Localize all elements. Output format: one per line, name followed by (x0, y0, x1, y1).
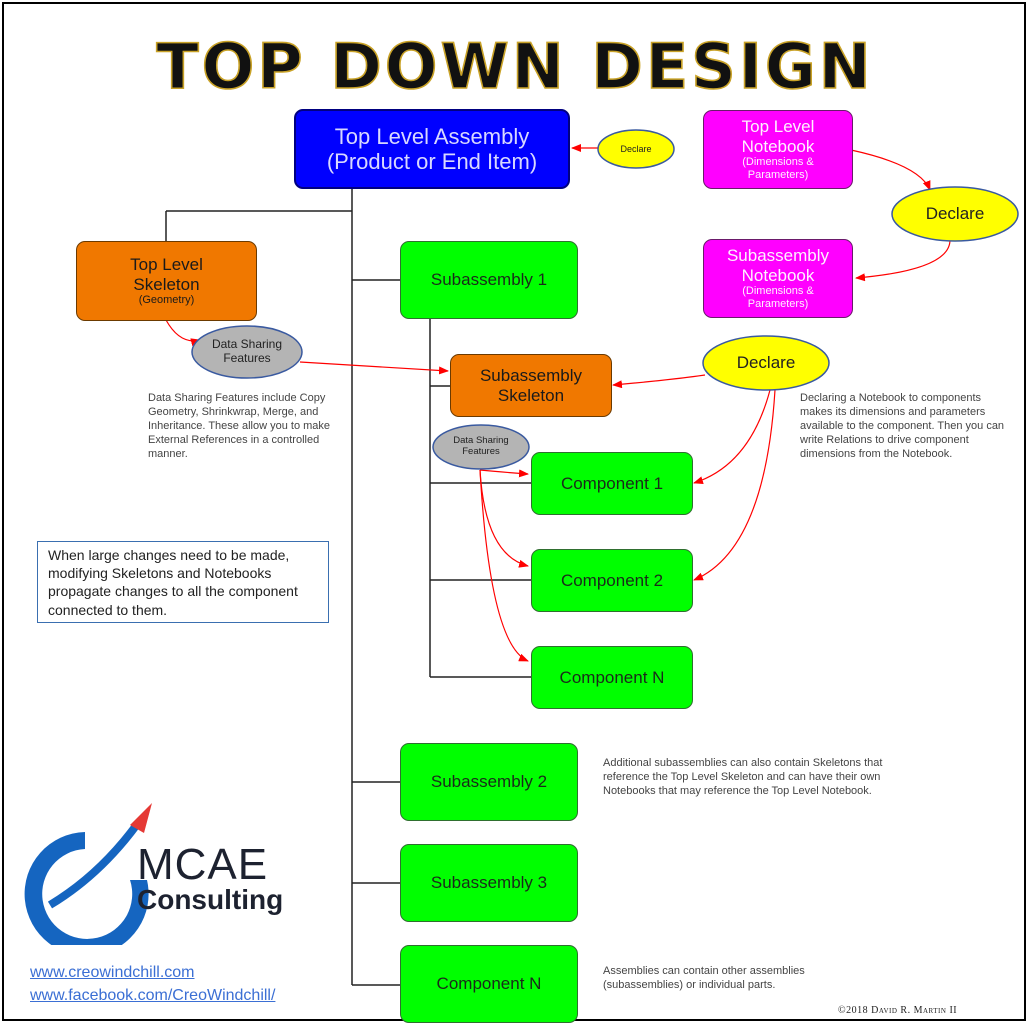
declaring-note: Declaring a Notebook to components makes… (800, 392, 1005, 460)
component-1-label: Component 1 (560, 473, 664, 493)
top-level-assembly-line2: (Product or End Item) (326, 149, 538, 174)
declare-middle-label: Declare (736, 353, 796, 373)
subassembly-3-box: Subassembly 3 (400, 844, 578, 922)
subassembly-2-label: Subassembly 2 (430, 772, 548, 792)
data-sharing-note: Data Sharing Features include Copy Geome… (148, 392, 331, 460)
subassembly-notebook-line2: Notebook (741, 265, 815, 285)
top-level-notebook-line1: Top Level (741, 117, 815, 137)
component-1-box: Component 1 (531, 452, 693, 515)
facebook-link[interactable]: www.facebook.com/CreoWindchill/ (30, 987, 276, 1004)
component-2-label: Component 2 (560, 570, 664, 590)
top-level-notebook-line2: Notebook (741, 136, 815, 156)
top-level-assembly-line1: Top Level Assembly (334, 123, 530, 149)
top-level-skeleton-line2: Skeleton (133, 274, 200, 294)
top-level-notebook-box: Top Level Notebook (Dimensions & Paramet… (703, 110, 853, 189)
declare-small-label: Declare (620, 143, 652, 154)
component-2-box: Component 2 (531, 549, 693, 612)
subassembly-1-box: Subassembly 1 (400, 241, 578, 319)
component-n-outer-box: Component N (400, 945, 578, 1023)
subassembly-notebook-line1: Subassembly (726, 246, 830, 266)
top-level-notebook-sub: (Dimensions & Parameters) (742, 156, 814, 182)
subassembly-2-box: Subassembly 2 (400, 743, 578, 821)
subassembly-skeleton-line2: Skeleton (497, 385, 565, 405)
top-level-skeleton-sub: (Geometry) (138, 294, 195, 307)
website-link[interactable]: www.creowindchill.com (30, 964, 195, 981)
logo-mcae-text: MCAE (137, 840, 269, 889)
component-n-inner-box: Component N (531, 646, 693, 709)
subassembly-notebook-sub: (Dimensions & Parameters) (742, 285, 814, 311)
subassembly-3-label: Subassembly 3 (430, 873, 548, 893)
data-sharing-2-label: Data Sharing Features (453, 435, 509, 457)
top-level-skeleton-box: Top Level Skeleton (Geometry) (76, 241, 257, 321)
mcae-logo-swoosh (24, 803, 152, 945)
component-n-outer-label: Component N (436, 974, 542, 994)
top-level-skeleton-line1: Top Level (130, 255, 203, 275)
copyright-text: ©2018 David R. Martin II (838, 1005, 958, 1016)
subassembly-skeleton-box: Subassembly Skeleton (450, 354, 612, 417)
top-level-assembly-box: Top Level Assembly (Product or End Item) (294, 109, 570, 189)
component-n-inner-label: Component N (559, 667, 665, 687)
assemblies-note: Assemblies can contain other assemblies … (603, 965, 805, 991)
additional-subassemblies-note: Additional subassemblies can also contai… (603, 757, 883, 797)
title-text: TOP DOWN DESIGN (156, 38, 873, 103)
subassembly-notebook-box: Subassembly Notebook (Dimensions & Param… (703, 239, 853, 318)
subassembly-1-label: Subassembly 1 (430, 270, 548, 290)
logo-consulting-text: Consulting (137, 884, 284, 915)
subassembly-skeleton-line1: Subassembly (479, 365, 583, 385)
data-sharing-1-label: Data Sharing Features (211, 337, 283, 365)
changes-callout: When large changes need to be made, modi… (37, 541, 329, 623)
declare-right-label: Declare (925, 204, 985, 224)
page-title: TOP DOWN DESIGN (156, 38, 873, 104)
